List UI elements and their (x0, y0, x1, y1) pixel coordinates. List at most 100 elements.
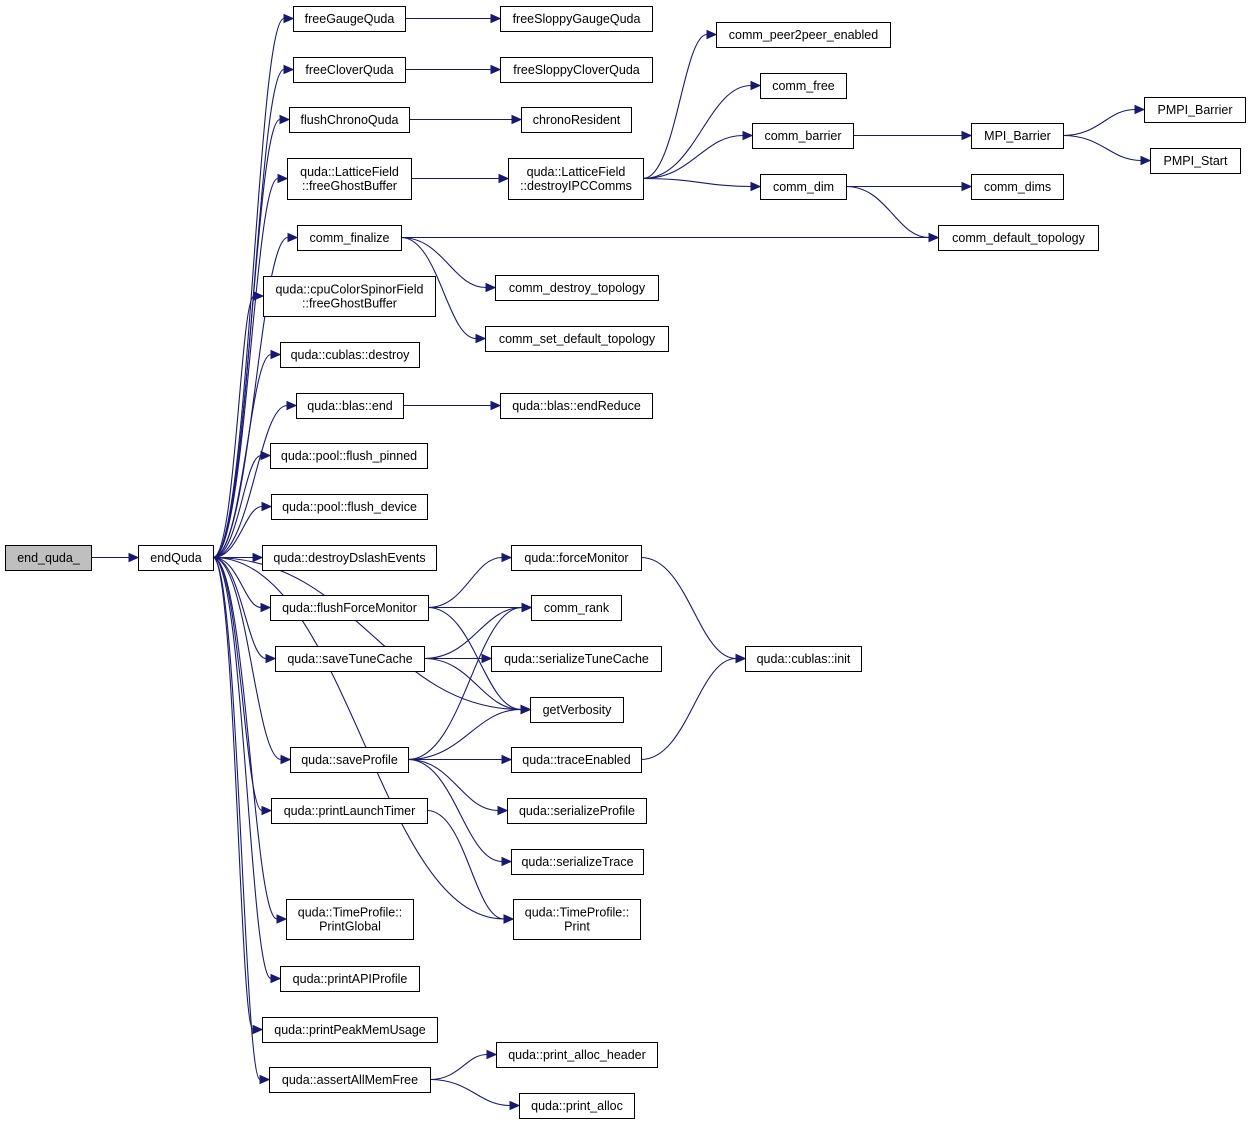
edge-line (212, 404, 288, 559)
node-printPeakMemUsage[interactable]: quda::printPeakMemUsage (262, 1017, 438, 1043)
node-saveTuneCache[interactable]: quda::saveTuneCache (275, 646, 425, 672)
edge-line (423, 657, 522, 711)
edge-arrowhead (265, 653, 277, 664)
node-flushChronoQuda[interactable]: flushChronoQuda (289, 107, 410, 133)
edge-MPI-Barrier-to-PMPI-Start (1062, 134, 1152, 166)
node-box (511, 545, 642, 571)
node-printAPIProfile[interactable]: quda::printAPIProfile (280, 966, 420, 992)
node-comm-rank[interactable]: comm_rank (531, 595, 622, 621)
edge-blas-end-to-blas-endReduce (403, 400, 502, 411)
node-label: getVerbosity (543, 703, 613, 717)
node-label: quda::LatticeField (300, 165, 399, 179)
edge-arrowhead (501, 754, 513, 765)
node-box (530, 697, 624, 723)
edge-endQuda-to-printLaunchTimer (212, 556, 273, 816)
node-traceEnabled[interactable]: quda::traceEnabled (511, 747, 642, 773)
node-comm-peer2peer-enabled[interactable]: comm_peer2peer_enabled (716, 22, 891, 48)
node-getVerbosity[interactable]: getVerbosity (530, 697, 624, 723)
node-comm-barrier[interactable]: comm_barrier (752, 123, 854, 149)
node-label: MPI_Barrier (984, 129, 1051, 143)
node-cpuCSF-freeGhostBuffer[interactable]: quda::cpuColorSpinorField::freeGhostBuff… (263, 276, 436, 317)
edge-line (212, 556, 272, 980)
node-cublas-destroy[interactable]: quda::cublas::destroy (280, 342, 420, 368)
edge-endQuda-to-flushForceMonitor (212, 556, 272, 613)
node-lf-freeGhostBuffer[interactable]: quda::LatticeField::freeGhostBuffer (287, 158, 412, 200)
node-freeSloppyCloverQuda[interactable]: freeSloppyCloverQuda (500, 57, 653, 83)
edge-arrowhead (742, 130, 754, 141)
node-box (485, 326, 669, 352)
node-label: comm_default_topology (952, 231, 1085, 245)
node-freeGaugeQuda[interactable]: freeGaugeQuda (293, 6, 406, 32)
node-box (297, 225, 402, 251)
node-destroyDslashEvents[interactable]: quda::destroyDslashEvents (262, 545, 437, 571)
node-blas-end[interactable]: quda::blas::end (296, 393, 404, 419)
node-box (500, 57, 653, 83)
edge-saveTuneCache-to-serializeTuneCache (424, 653, 493, 664)
node-PMPI-Start[interactable]: PMPI_Start (1150, 148, 1241, 174)
node-label: flushChronoQuda (301, 113, 399, 127)
node-print-alloc-header[interactable]: quda::print_alloc_header (496, 1042, 658, 1068)
edge-arrowhead (260, 450, 272, 461)
node-saveProfile[interactable]: quda::saveProfile (290, 747, 409, 773)
edge-line (212, 17, 285, 559)
node-serializeTrace[interactable]: quda::serializeTrace (511, 849, 644, 875)
node-comm-dims[interactable]: comm_dims (971, 174, 1064, 200)
node-pool-flush-device[interactable]: quda::pool::flush_device (271, 494, 428, 520)
node-comm-dim[interactable]: comm_dim (760, 174, 847, 200)
edge-arrowhead (735, 653, 747, 664)
node-assertAllMemFree[interactable]: quda::assertAllMemFree (269, 1067, 431, 1093)
node-serializeTuneCache[interactable]: quda::serializeTuneCache (491, 646, 662, 672)
node-tp-PrintGlobal[interactable]: quda::TimeProfile::PrintGlobal (286, 899, 414, 940)
node-blas-endReduce[interactable]: quda::blas::endReduce (500, 393, 653, 419)
node-box (287, 158, 412, 200)
edge-line (400, 236, 487, 289)
edge-line (1062, 108, 1136, 137)
node-serializeProfile[interactable]: quda::serializeProfile (507, 798, 647, 824)
node-label: quda::print_alloc (531, 1099, 623, 1113)
edge-endQuda-to-assertAllMemFree (212, 556, 271, 1085)
node-comm-set-default-topology[interactable]: comm_set_default_topology (485, 326, 669, 352)
node-label: endQuda (150, 551, 201, 565)
node-PMPI-Barrier[interactable]: PMPI_Barrier (1144, 97, 1246, 123)
node-comm-default-topology[interactable]: comm_default_topology (938, 225, 1099, 251)
node-box (511, 849, 644, 875)
node-print-alloc[interactable]: quda::print_alloc (519, 1093, 635, 1119)
node-endQuda[interactable]: endQuda (138, 545, 214, 571)
node-label: quda::cublas::init (757, 652, 851, 666)
node-lf-destroyIPCComms[interactable]: quda::LatticeField::destroyIPCComms (508, 158, 644, 200)
node-comm-free[interactable]: comm_free (760, 73, 847, 99)
node-box (716, 22, 891, 48)
edge-arrowhead (270, 349, 282, 360)
edge-saveProfile-to-serializeTrace (407, 758, 513, 867)
node-freeSloppyGaugeQuda[interactable]: freeSloppyGaugeQuda (500, 6, 653, 32)
edge-line (212, 505, 263, 559)
edge-arrowhead (128, 552, 140, 563)
node-end-quda-[interactable]: end_quda_ (5, 545, 92, 571)
node-comm-finalize[interactable]: comm_finalize (297, 225, 402, 251)
node-flushForceMonitor[interactable]: quda::flushForceMonitor (270, 595, 429, 621)
edge-line (212, 353, 272, 559)
node-cublas-init[interactable]: quda::cublas::init (745, 646, 862, 672)
node-MPI-Barrier[interactable]: MPI_Barrier (971, 123, 1064, 149)
node-freeCloverQuda[interactable]: freeCloverQuda (293, 57, 406, 83)
edge-arrowhead (490, 64, 502, 75)
node-pool-flush-pinned[interactable]: quda::pool::flush_pinned (270, 443, 428, 469)
edge-comm-finalize-to-comm-set-default-topology (400, 236, 487, 344)
edge-line (212, 556, 254, 1031)
edge-assertAllMemFree-to-print-alloc-header (429, 1049, 498, 1081)
node-chronoResident[interactable]: chronoResident (521, 107, 632, 133)
edge-arrowhead (1140, 155, 1152, 166)
node-box (286, 899, 414, 940)
node-label: quda::serializeTuneCache (504, 652, 649, 666)
node-label: chronoResident (533, 113, 621, 127)
node-forceMonitor[interactable]: quda::forceMonitor (511, 545, 642, 571)
edge-endQuda-to-tp-PrintGlobal (212, 556, 288, 924)
node-label: quda::TimeProfile:: (525, 906, 629, 920)
node-tp-Print[interactable]: quda::TimeProfile::Print (513, 899, 641, 940)
node-comm-destroy-topology[interactable]: comm_destroy_topology (495, 275, 659, 301)
node-printLaunchTimer[interactable]: quda::printLaunchTimer (271, 798, 428, 824)
edge-comm-finalize-to-comm-default-topology (401, 232, 940, 243)
node-label: quda::LatticeField (527, 165, 626, 179)
edge-comm-dim-to-comm-default-topology (845, 185, 940, 243)
edge-line (642, 33, 708, 180)
